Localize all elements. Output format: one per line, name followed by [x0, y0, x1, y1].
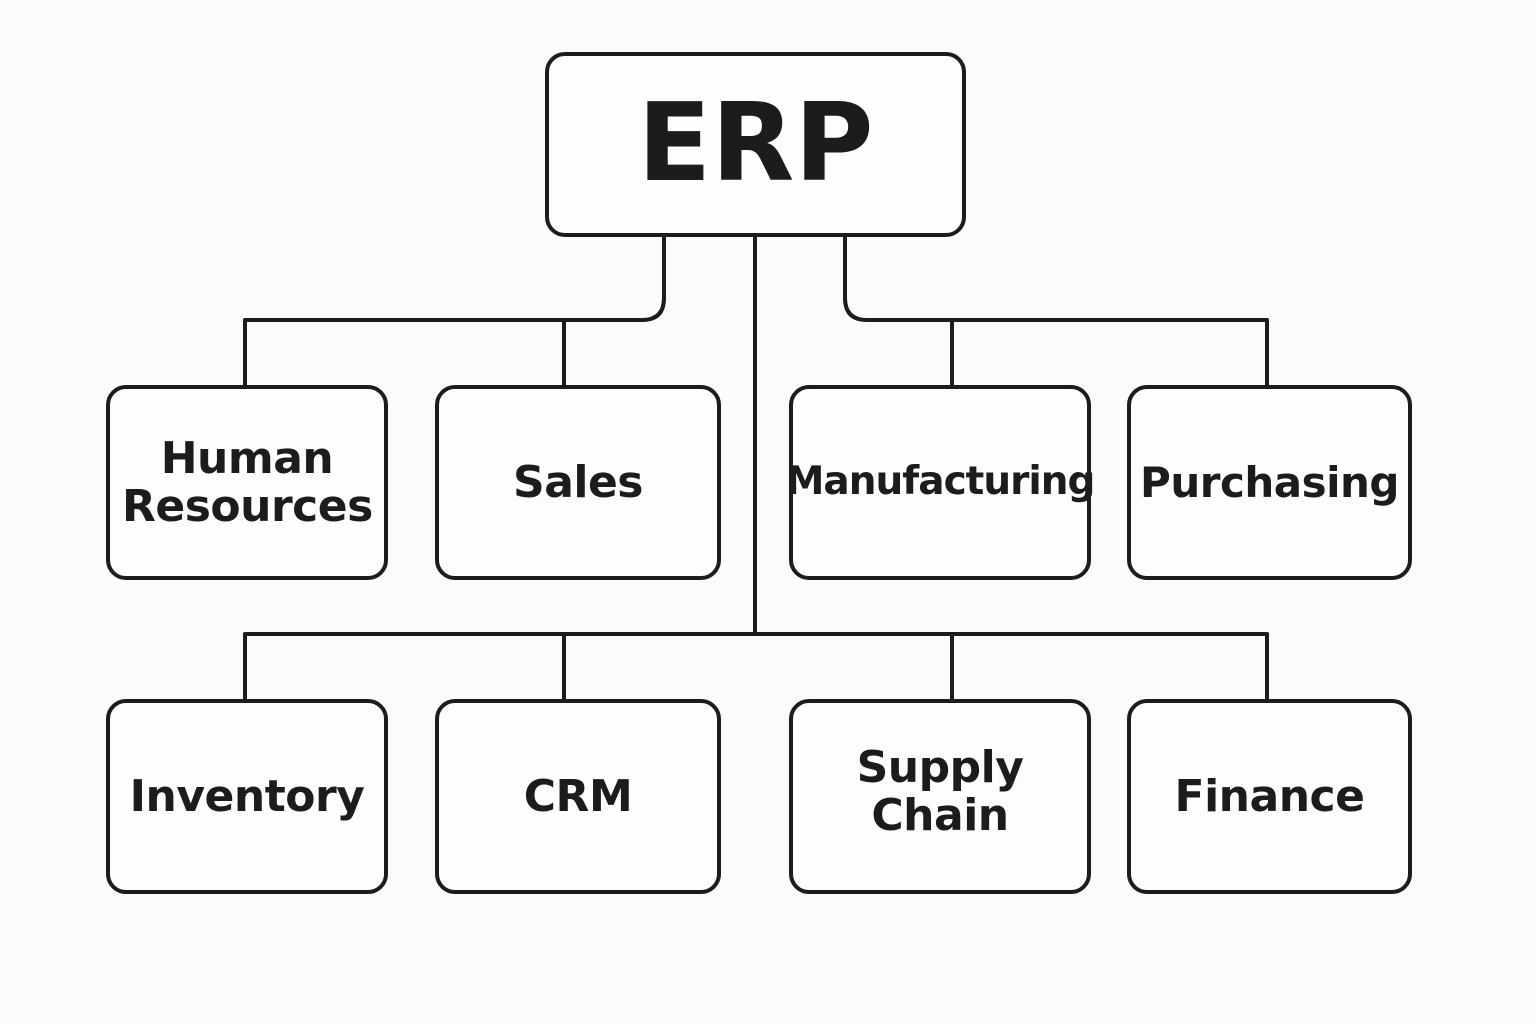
node-crm: CRM — [435, 699, 721, 894]
node-human-resources: Human Resources — [106, 385, 388, 580]
node-inventory-label: Inventory — [129, 770, 365, 822]
node-supply-chain-label: Supply Chain — [856, 741, 1024, 841]
node-manufacturing: Manufacturing — [786, 385, 1095, 580]
connector-erp-left-group — [243, 236, 666, 386]
node-crm-label: CRM — [523, 770, 633, 822]
connector-erp-right-group — [843, 236, 1269, 386]
node-sales: Sales — [435, 385, 721, 580]
node-finance-label: Finance — [1174, 770, 1365, 822]
node-human-resources-label: Human Resources — [122, 432, 373, 532]
connector-bottom-bus — [243, 632, 1269, 700]
node-purchasing-label: Purchasing — [1140, 457, 1399, 507]
node-manufacturing-label: Manufacturing — [785, 459, 1096, 505]
erp-root-node: ERP — [545, 52, 966, 237]
node-purchasing: Purchasing — [1127, 385, 1412, 580]
node-finance: Finance — [1127, 699, 1412, 894]
node-inventory: Inventory — [106, 699, 388, 894]
erp-root-label: ERP — [637, 81, 874, 207]
node-supply-chain: Supply Chain — [789, 699, 1091, 894]
node-sales-label: Sales — [513, 456, 644, 508]
